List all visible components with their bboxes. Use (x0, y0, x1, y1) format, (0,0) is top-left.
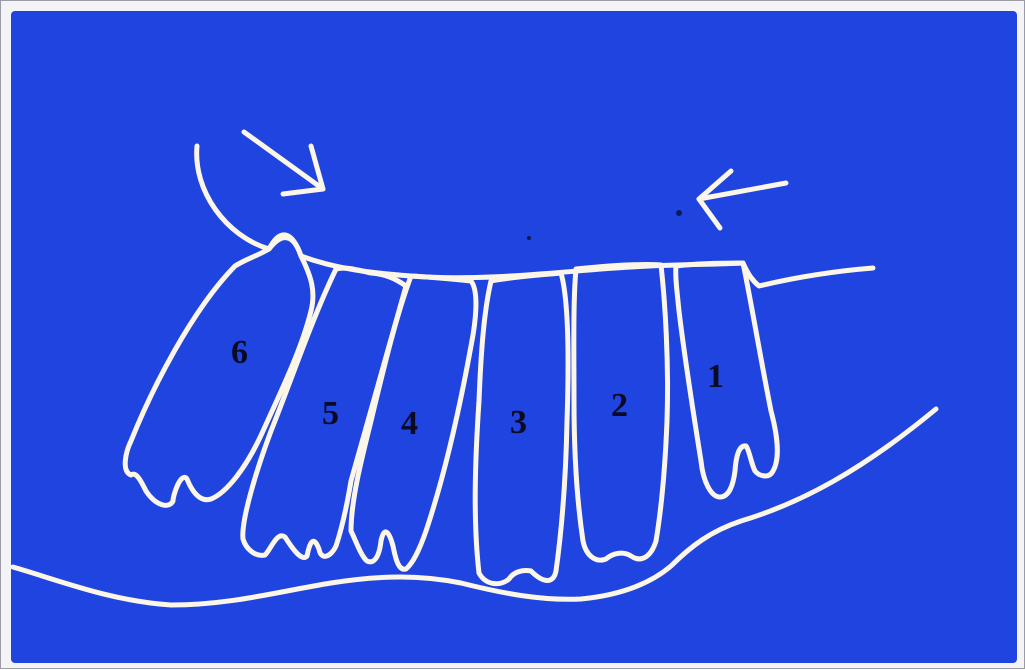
tooth-label-6: 6 (231, 334, 248, 371)
blue-background (11, 11, 1017, 663)
tooth-label-4: 4 (401, 405, 418, 442)
tooth-label-1: 1 (707, 358, 724, 395)
tooth-label-3: 3 (510, 404, 527, 441)
tooth-label-2: 2 (611, 387, 628, 424)
dark-speck (527, 236, 531, 240)
tooth-label-5: 5 (322, 395, 339, 432)
dark-speck (676, 210, 682, 216)
